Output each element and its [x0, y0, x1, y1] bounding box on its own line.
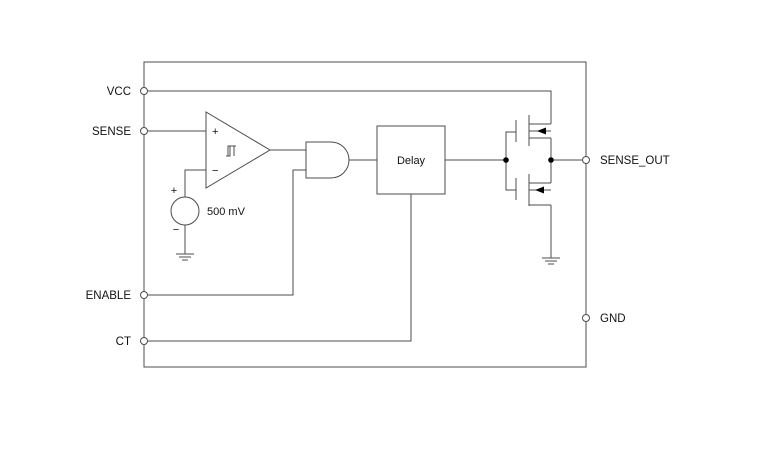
delay-block: [376, 125, 446, 195]
pmos-arrow-icon: [537, 127, 546, 135]
gate-junction-dot: [503, 157, 509, 163]
pin-label-ct: CT: [116, 336, 131, 348]
pin-label-vcc: VCC: [107, 86, 131, 98]
reference-source: [170, 196, 200, 226]
pin-enable: [140, 291, 148, 299]
pin-label-sense-out: SENSE_OUT: [600, 155, 670, 167]
comparator-minus-label: −: [212, 165, 218, 177]
ct-wire: [148, 194, 412, 342]
enable-wire: [148, 169, 306, 296]
pin-label-sense: SENSE: [92, 126, 131, 138]
ground-symbol-reference: [176, 253, 194, 261]
vcc-wire: [148, 90, 552, 124]
nmos-arrow-icon: [535, 186, 544, 194]
pin-sense: [140, 127, 148, 135]
ground-symbol-output: [542, 257, 560, 265]
ic-outline: [143, 61, 587, 368]
reference-voltage-label: 500 mV: [207, 206, 246, 218]
pin-gnd: [582, 314, 590, 322]
pin-ct: [140, 337, 148, 345]
reference-minus-label: −: [173, 224, 179, 236]
pin-label-enable: ENABLE: [86, 290, 132, 302]
pin-sense-out: [582, 156, 590, 164]
ref-wire: [184, 169, 206, 197]
pin-vcc: [140, 87, 148, 95]
and-gate: [305, 141, 350, 179]
drain-junction-dot: [548, 157, 554, 163]
comparator-plus-label: +: [212, 126, 218, 138]
hysteresis-icon: [226, 145, 236, 157]
comparator: [205, 111, 271, 189]
nmos-transistor: [515, 174, 551, 206]
pin-label-gnd: GND: [600, 313, 626, 325]
pmos-transistor: [515, 115, 551, 146]
reference-plus-label: +: [171, 185, 177, 197]
delay-label: Delay: [397, 155, 426, 167]
